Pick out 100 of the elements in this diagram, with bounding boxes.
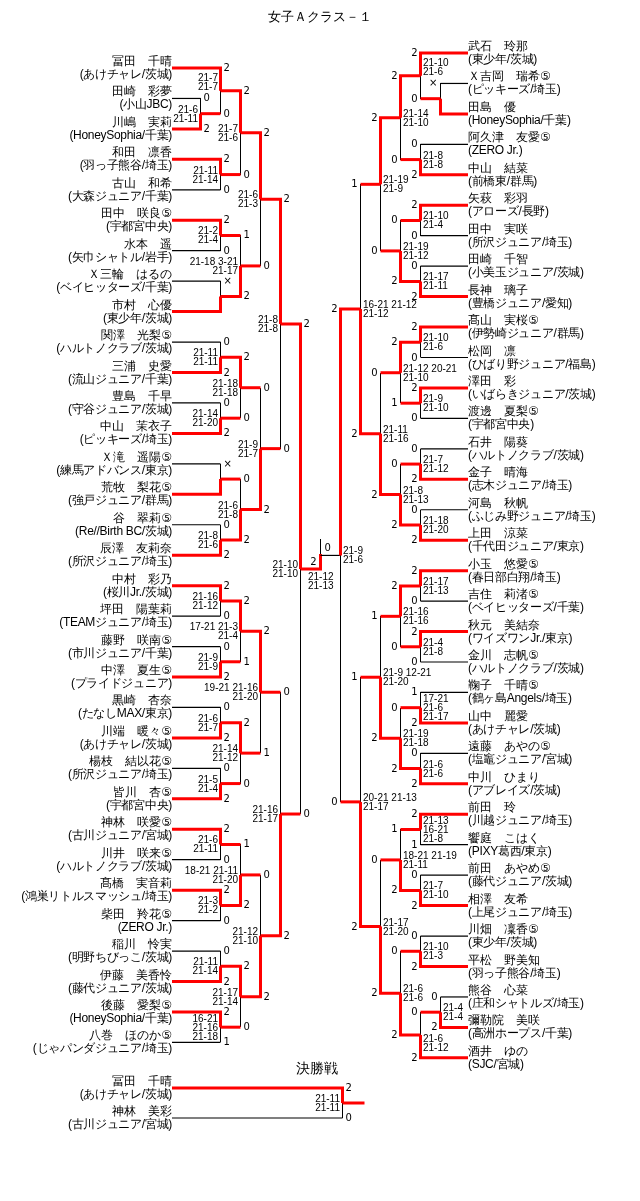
club-name: (SJC/宮城): [468, 1057, 525, 1071]
game-score: 21-6: [423, 768, 443, 778]
game-score: 18-21: [184, 865, 211, 875]
player-name: 谷 翠莉⑤: [112, 511, 172, 525]
bracket-connector: [419, 281, 468, 299]
game-score: 20-21: [431, 363, 457, 373]
game-score: 21-6: [423, 759, 443, 769]
set-count: 0: [411, 595, 418, 607]
club-name: (東少年/茨城): [468, 53, 538, 66]
player-name: 前田 玲: [468, 801, 517, 815]
game-score: 21-19: [383, 175, 409, 185]
club-name: (所沢ジュニア/埼玉): [468, 235, 574, 249]
club-name: (強戸ジュニア/群馬): [66, 494, 172, 508]
bracket-connector: [171, 402, 222, 404]
set-count: 1: [351, 671, 358, 683]
player-name: 辰澤 友莉奈: [99, 542, 172, 556]
game-score: 21-8: [218, 509, 238, 519]
game-score: 21-7: [198, 82, 218, 92]
game-score: 21-14: [212, 996, 238, 1006]
bracket-connector: [220, 874, 242, 907]
set-count: 2: [223, 579, 230, 591]
player-name: 金子 晴海: [468, 466, 529, 480]
club-name: (古川ジュニア/宮城): [66, 829, 172, 843]
player-name: 酒井 ゆの: [468, 1044, 529, 1058]
set-count: 2: [283, 193, 290, 205]
game-score: 21-7: [238, 448, 258, 458]
game-score: 21-12: [192, 600, 218, 610]
club-name: (ハルトノクラブ/茨城): [55, 342, 172, 356]
set-count: 0: [391, 945, 398, 957]
game-score: 21-17: [423, 712, 449, 722]
game-score: 21-16: [192, 1022, 218, 1032]
player-name: 小玉 悠愛⑤: [468, 557, 540, 571]
set-count: 0: [223, 610, 230, 622]
bracket-connector: [360, 182, 381, 186]
bracket-connector: [399, 993, 421, 1037]
game-score: 21-10: [403, 117, 429, 127]
set-count: 0: [371, 366, 378, 378]
bracket-connector: [171, 189, 222, 191]
set-count: 2: [411, 534, 418, 546]
player-name: 神林 美彩: [111, 1105, 172, 1118]
bracket-connector: [220, 265, 242, 298]
bracket-connector: [319, 554, 342, 556]
bracket-connector: [240, 935, 262, 999]
bracket-connector: [379, 926, 401, 995]
player-name: 相澤 友希: [468, 892, 529, 906]
game-score: 21-7: [423, 455, 443, 465]
game-score: 21-9: [198, 661, 218, 671]
set-count: 0: [223, 640, 230, 652]
set-count: 2: [223, 214, 230, 226]
game-score: 21-6: [423, 703, 443, 713]
club-name: (ピッキーズ/埼玉): [468, 83, 562, 97]
bracket-connector: [419, 325, 468, 343]
player-name: 古山 和希: [111, 176, 172, 190]
set-count: 2: [203, 122, 210, 134]
game-score: 21-12: [403, 250, 429, 260]
set-count: 2: [223, 1005, 230, 1017]
title: 女子Ａクラス－１: [267, 8, 373, 26]
game-score: 21-10: [423, 890, 449, 900]
club-name: (ベイヒッターズ/千葉): [55, 281, 172, 295]
game-score: 21-4: [423, 637, 443, 647]
game-score: 21-6: [218, 132, 238, 142]
game-score: 21-12: [308, 572, 334, 581]
player-name: 鞠子 千晴⑤: [468, 679, 540, 693]
game-score: 21-4: [218, 631, 238, 641]
club-name: (たなしMAX/東京): [76, 707, 172, 721]
player-name: 冨田 千晴: [111, 1075, 172, 1088]
set-count: 2: [411, 381, 418, 393]
club-name: (鶴ヶ島Angels/埼玉): [468, 692, 573, 706]
bracket-connector: [419, 1035, 468, 1060]
game-score: 21-12: [391, 299, 417, 309]
set-count: 2: [223, 62, 230, 73]
set-count: 2: [411, 716, 418, 728]
set-count: 0: [371, 244, 378, 256]
bracket-connector: [379, 433, 401, 497]
bracket-connector: [400, 462, 421, 466]
bracket-connector: [419, 509, 469, 511]
game-score: 21-6: [423, 67, 443, 77]
game-score: 21-18: [212, 387, 238, 397]
bracket-connector: [340, 800, 361, 804]
game-score: 21-18: [403, 738, 429, 748]
set-count: 2: [223, 153, 230, 165]
game-score: 21-8: [258, 314, 278, 324]
bracket-connector: [240, 264, 261, 268]
club-name: (明野ちびっこ/茨城): [66, 951, 172, 965]
bracket-connector: [280, 812, 301, 816]
game-score: 12-21: [405, 668, 432, 678]
bracket-connector: [171, 767, 222, 769]
set-count: 2: [243, 533, 250, 545]
club-name: (矢巾シャトル/岩手): [66, 250, 172, 264]
club-name: (上尾ジュニア/埼玉): [468, 905, 574, 919]
set-count: 2: [391, 336, 398, 348]
game-score: 21-17: [252, 814, 278, 823]
game-score: 21-12: [403, 363, 429, 373]
set-count: 0: [411, 92, 418, 104]
player-name: 三浦 史愛: [111, 359, 172, 373]
bracket-connector: [220, 477, 241, 481]
bracket-connector: [419, 525, 468, 542]
game-score: 21-17: [423, 576, 449, 586]
game-score: 21-3: [423, 951, 443, 961]
club-name: (鴻巣リトルスマッシュ/埼玉): [20, 890, 172, 904]
